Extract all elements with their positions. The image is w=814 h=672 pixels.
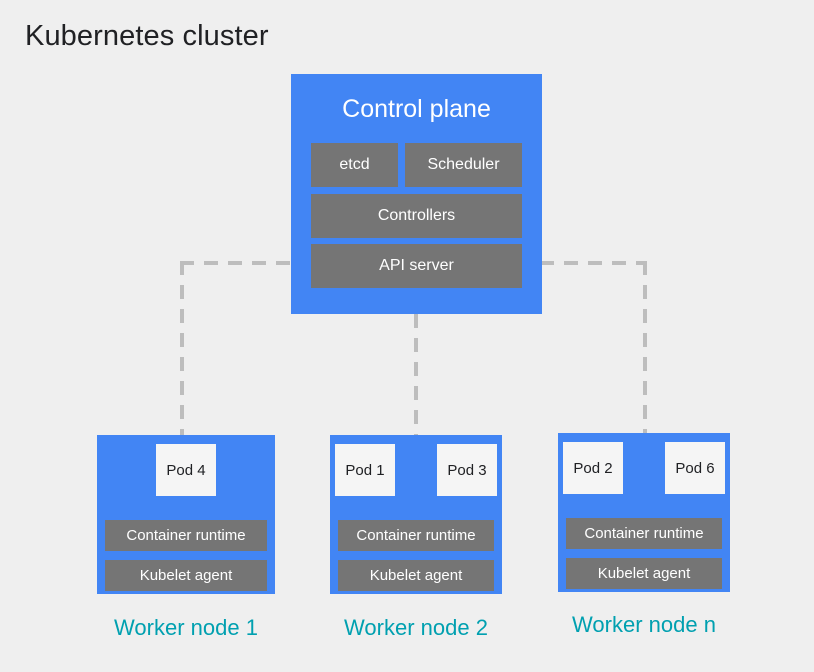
control-plane-component-etcd[interactable]: etcd <box>311 143 398 187</box>
control-plane-component-controllers[interactable]: Controllers <box>311 194 522 238</box>
connector-api-server-to-worker-1-horizontal <box>180 261 293 265</box>
control-plane-row-2: Controllers <box>311 194 522 238</box>
worker-node-1-label: Worker node 1 <box>114 615 258 640</box>
worker-node-2-container-runtime[interactable]: Container runtime <box>338 520 494 551</box>
control-plane-box[interactable]: Control plane etcd Scheduler Controllers… <box>291 74 542 314</box>
worker-node-1-box[interactable]: Pod 4 Container runtime Kubelet agent <box>97 435 275 594</box>
pod-2[interactable]: Pod 2 <box>563 442 623 494</box>
pod-3[interactable]: Pod 3 <box>437 444 497 496</box>
pod-4[interactable]: Pod 4 <box>156 444 216 496</box>
control-plane-component-scheduler[interactable]: Scheduler <box>405 143 522 187</box>
control-plane-component-api-server[interactable]: API server <box>311 244 522 288</box>
worker-node-n-container-runtime[interactable]: Container runtime <box>566 518 722 549</box>
worker-node-1-pods: Pod 4 <box>97 435 275 515</box>
control-plane-title: Control plane <box>342 95 491 123</box>
worker-node-n-label: Worker node n <box>572 612 716 637</box>
connector-api-server-to-worker-2-vertical <box>414 314 418 436</box>
worker-node-2-kubelet-agent[interactable]: Kubelet agent <box>338 560 494 591</box>
worker-node-2-box[interactable]: Pod 1 Pod 3 Container runtime Kubelet ag… <box>330 435 502 594</box>
worker-node-1-kubelet-agent[interactable]: Kubelet agent <box>105 560 267 591</box>
pod-6[interactable]: Pod 6 <box>665 442 725 494</box>
connector-api-server-to-worker-n-horizontal <box>540 261 647 265</box>
control-plane-row-3: API server <box>311 244 522 288</box>
connector-api-server-to-worker-n-vertical <box>643 261 647 435</box>
worker-node-n-pods: Pod 2 Pod 6 <box>558 433 730 513</box>
control-plane-row-1: etcd Scheduler <box>311 143 522 187</box>
connector-api-server-to-worker-1-vertical <box>180 261 184 437</box>
worker-node-n-kubelet-agent[interactable]: Kubelet agent <box>566 558 722 589</box>
worker-node-2-label: Worker node 2 <box>344 615 488 640</box>
worker-node-n-box[interactable]: Pod 2 Pod 6 Container runtime Kubelet ag… <box>558 433 730 592</box>
worker-node-2-pods: Pod 1 Pod 3 <box>330 435 502 515</box>
page-title: Kubernetes cluster <box>25 20 269 52</box>
pod-1[interactable]: Pod 1 <box>335 444 395 496</box>
worker-node-1-container-runtime[interactable]: Container runtime <box>105 520 267 551</box>
